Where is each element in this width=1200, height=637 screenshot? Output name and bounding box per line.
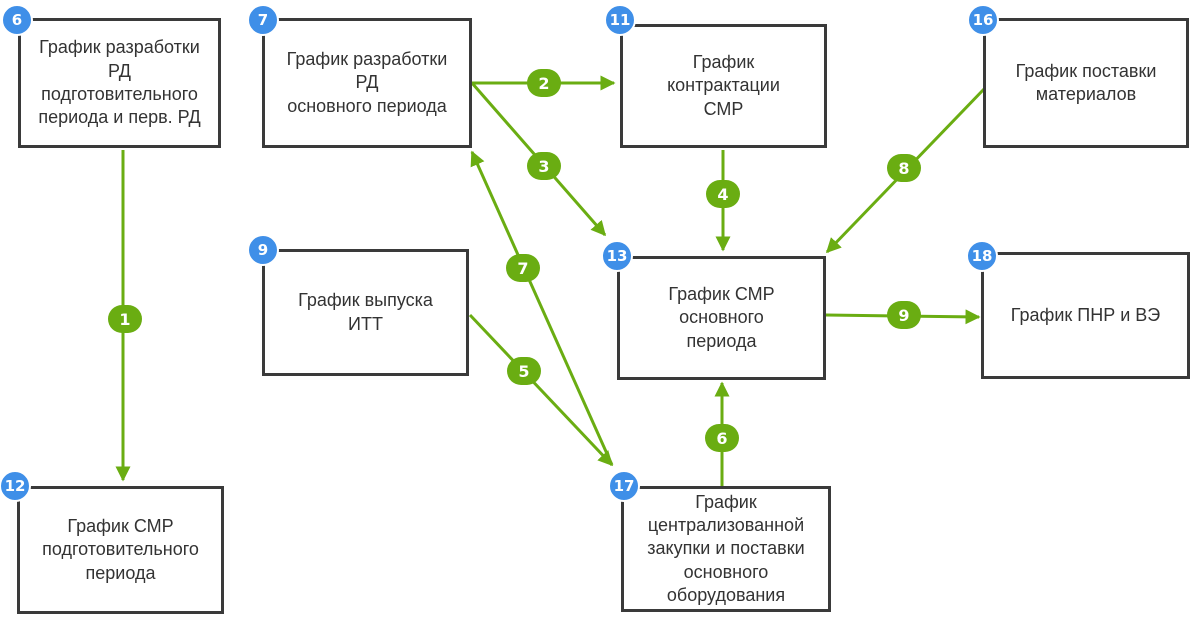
node-label: График выпуска ИТТ bbox=[298, 290, 433, 334]
node-label: График СМР основного периода bbox=[668, 283, 775, 351]
node-box-16: График поставки материалов bbox=[983, 18, 1189, 148]
node-number-badge: 17 bbox=[608, 470, 640, 502]
node-label: График централизованной закупки и постав… bbox=[647, 491, 805, 606]
node-number-badge: 7 bbox=[247, 4, 279, 36]
edge-number-badge: 7 bbox=[506, 254, 540, 282]
node-label: График поставки материалов bbox=[1015, 60, 1157, 104]
node-box-6: График разработки РД подготовительного п… bbox=[18, 18, 221, 148]
node-label: График ПНР и ВЭ bbox=[1010, 304, 1161, 325]
node-box-18: График ПНР и ВЭ bbox=[981, 252, 1190, 379]
edge-number-badge: 3 bbox=[527, 152, 561, 180]
node-number-badge: 11 bbox=[604, 4, 636, 36]
edge-number-badge: 8 bbox=[887, 154, 921, 182]
node-box-17: График централизованной закупки и постав… bbox=[621, 486, 831, 612]
node-number-badge: 18 bbox=[966, 240, 998, 272]
node-label: График разработки РД подготовительного п… bbox=[38, 37, 201, 128]
node-number-badge: 6 bbox=[1, 4, 33, 36]
node-box-11: График контрактации СМР bbox=[620, 24, 827, 148]
edge-number-badge: 4 bbox=[706, 180, 740, 208]
node-box-9: График выпуска ИТТ bbox=[262, 249, 469, 376]
node-box-13: График СМР основного периода bbox=[617, 256, 826, 380]
node-number-badge: 13 bbox=[601, 240, 633, 272]
node-label: График разработки РД основного периода bbox=[286, 48, 448, 116]
arrow-n9-to-n17 bbox=[468, 313, 614, 467]
edge-number-badge: 5 bbox=[507, 357, 541, 385]
edge-number-badge: 1 bbox=[108, 305, 142, 333]
node-number-badge: 12 bbox=[0, 470, 31, 502]
node-box-12: График СМР подготовительного периода bbox=[17, 486, 224, 614]
arrow-n17-to-n7 bbox=[470, 150, 614, 466]
edge-number-badge: 6 bbox=[705, 424, 739, 452]
edge-number-badge: 9 bbox=[887, 301, 921, 329]
edge-number-badge: 2 bbox=[527, 69, 561, 97]
node-number-badge: 16 bbox=[967, 4, 999, 36]
node-box-7: График разработки РД основного периода bbox=[262, 18, 472, 148]
node-label: График контрактации СМР bbox=[667, 51, 780, 119]
node-label: График СМР подготовительного периода bbox=[42, 515, 199, 583]
node-number-badge: 9 bbox=[247, 234, 279, 266]
